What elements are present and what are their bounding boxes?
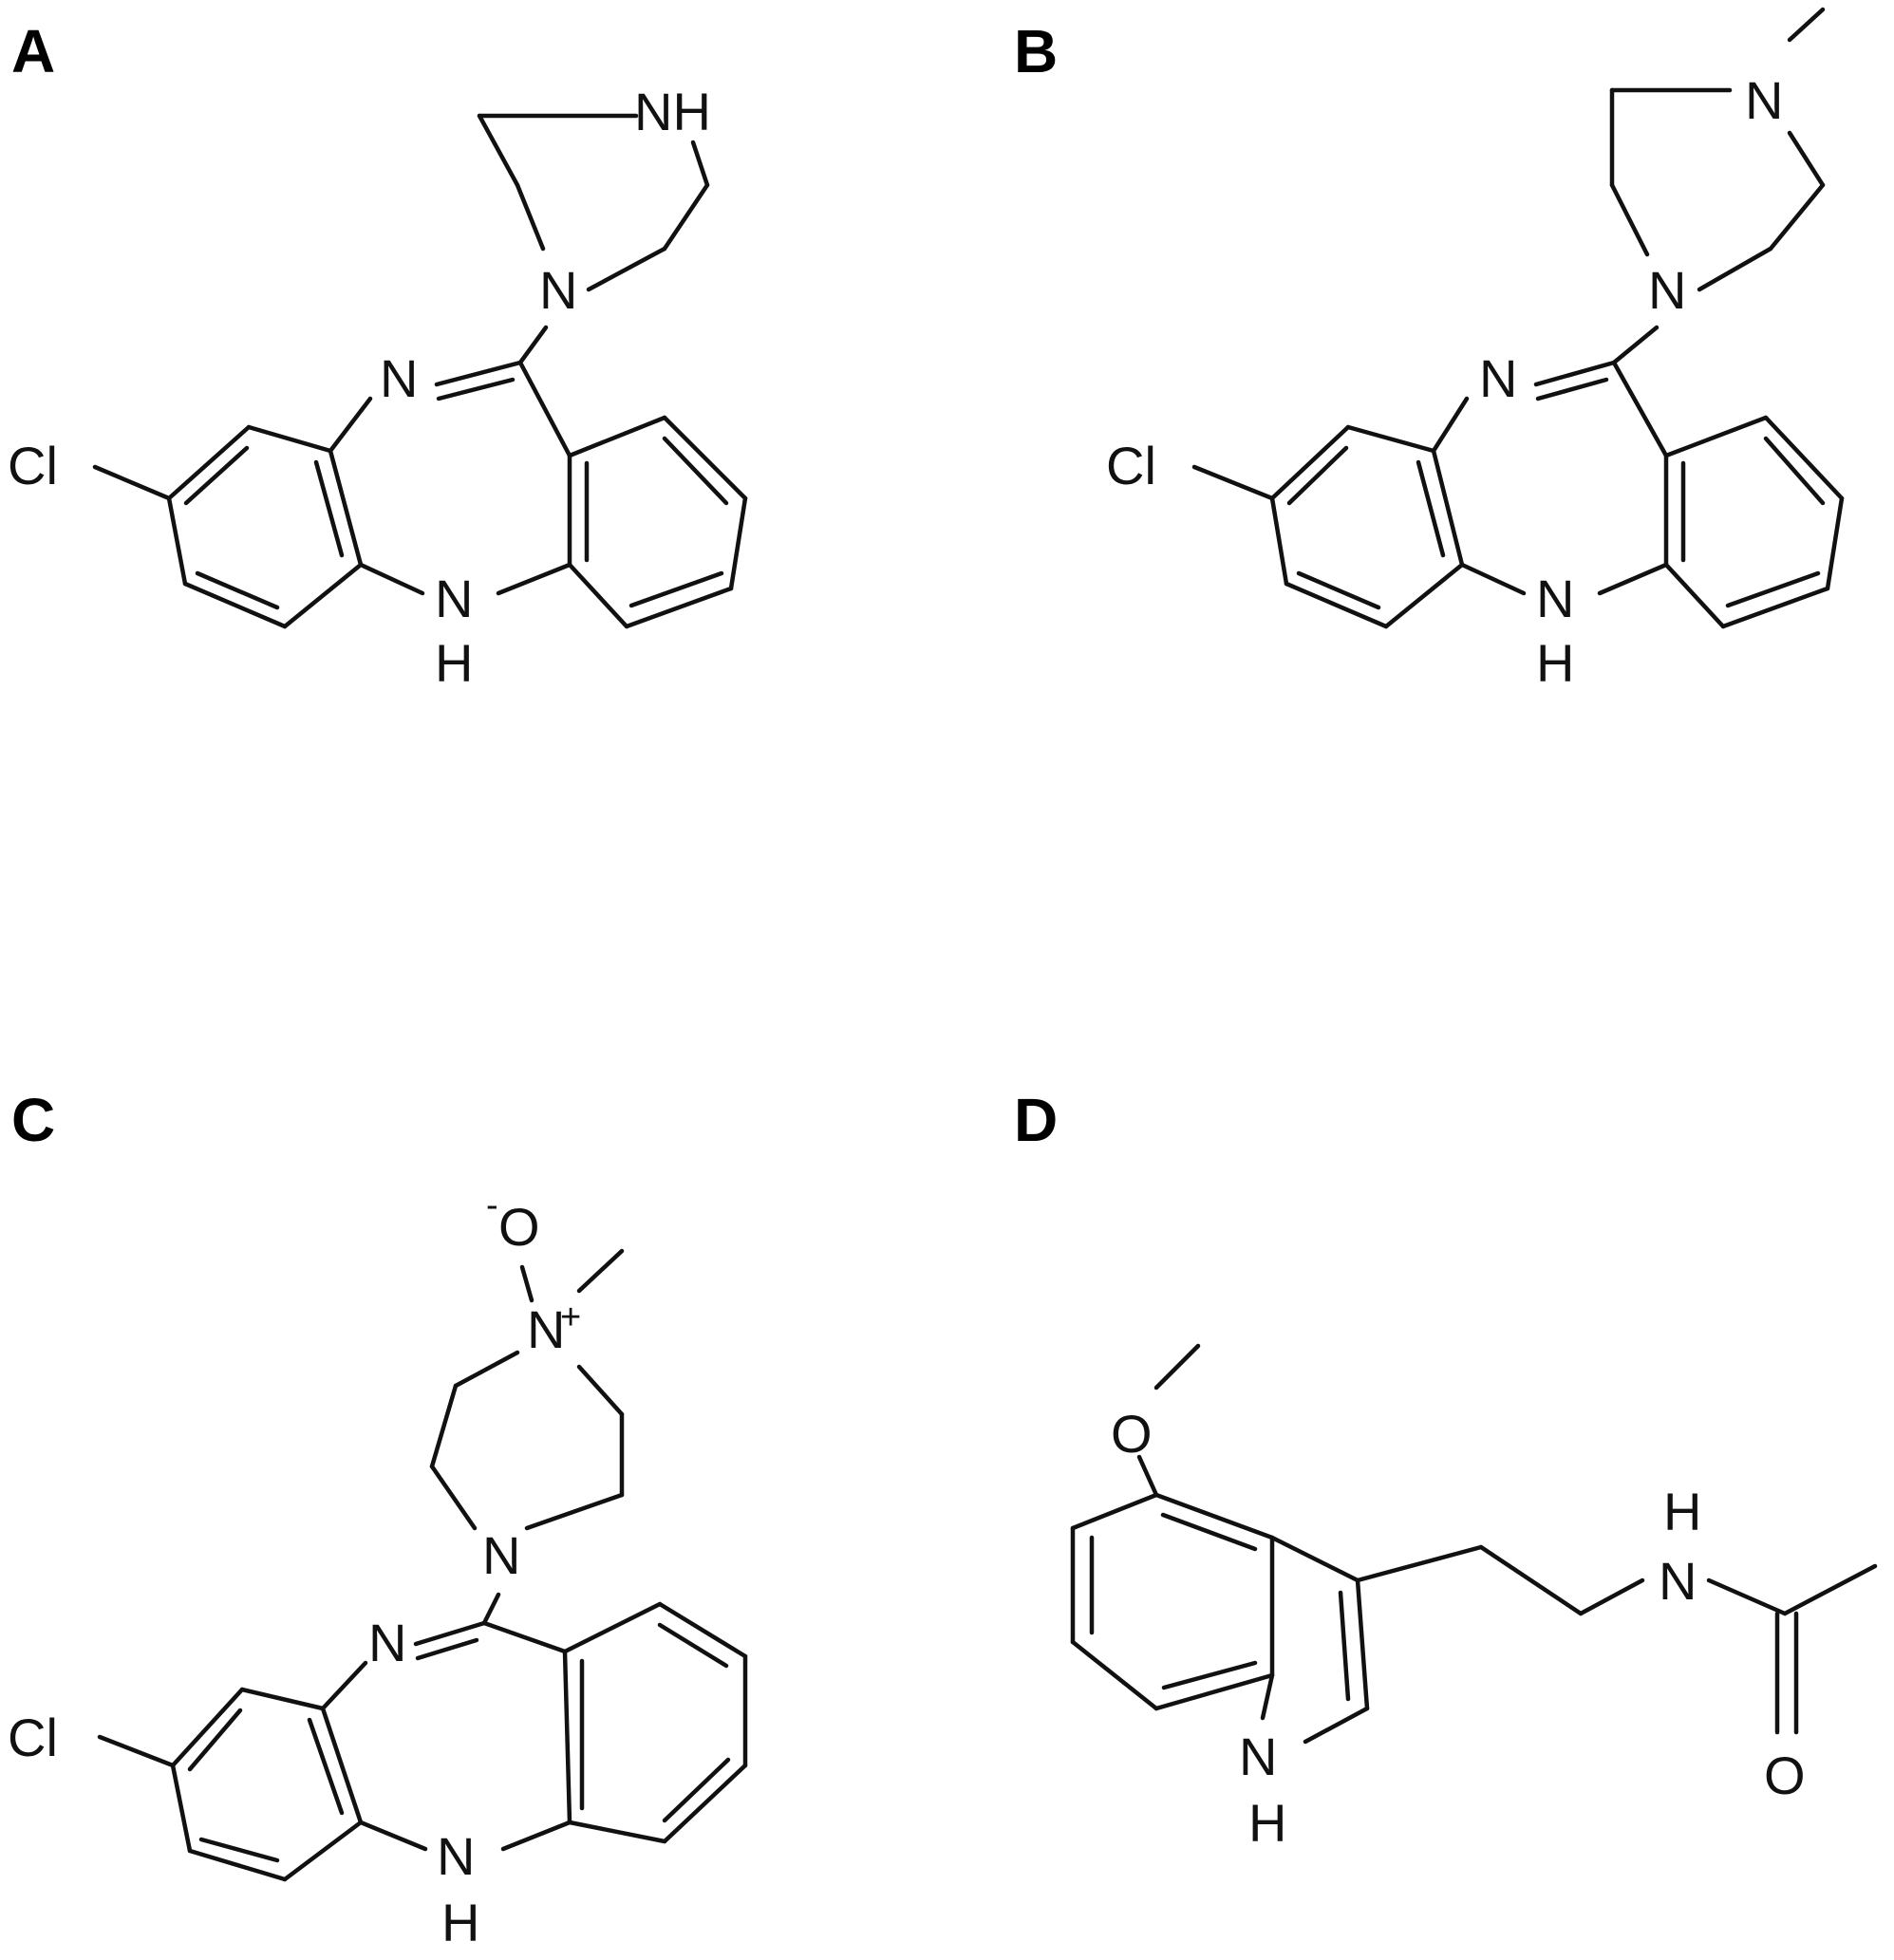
- panel-c: C: [8, 1086, 748, 1952]
- atom-n-methyl: N: [1745, 70, 1783, 130]
- atom-o-methoxy: O: [1111, 1404, 1153, 1464]
- panel-c-bonds: [97, 1248, 748, 1882]
- atom-h-amine: H: [1536, 633, 1574, 693]
- atom-h-amide: H: [1663, 1482, 1701, 1541]
- panel-b: B: [1014, 7, 1845, 693]
- atom-n-amine: N: [1536, 569, 1574, 628]
- panel-label-a: A: [11, 17, 55, 85]
- atom-chlorine: Cl: [1106, 436, 1156, 495]
- atom-nh-top: NH: [634, 82, 711, 141]
- atom-h-amine: H: [441, 1893, 479, 1952]
- atom-n-imine: N: [368, 1613, 406, 1672]
- atom-n-piperazine: N: [482, 1525, 520, 1585]
- panel-a-bonds: [92, 113, 748, 629]
- panel-d-bonds: [1070, 1343, 1878, 1745]
- atom-n-amine: N: [437, 1826, 475, 1886]
- atom-n-amine: N: [435, 569, 473, 628]
- atom-oxygen: O: [498, 1197, 540, 1257]
- atom-h-amine: H: [435, 633, 473, 693]
- atom-n-plus-charge: +: [560, 1297, 581, 1337]
- panel-label-d: D: [1014, 1086, 1058, 1154]
- panel-a: A: [8, 17, 748, 693]
- atom-n-piperazine: N: [539, 260, 577, 320]
- atom-n-indole: N: [1239, 1727, 1277, 1786]
- atom-h-indole: H: [1248, 1793, 1286, 1853]
- panel-label-b: B: [1014, 17, 1058, 85]
- panel-label-c: C: [11, 1086, 55, 1154]
- atom-chlorine: Cl: [8, 436, 58, 495]
- atom-n-imine: N: [1479, 348, 1517, 408]
- panel-b-bonds: [1191, 7, 1845, 629]
- atom-o-carbonyl: O: [1764, 1745, 1806, 1805]
- panel-d: D: [1014, 1086, 1878, 1853]
- atom-o-charge: -: [486, 1185, 498, 1225]
- atom-n-amide: N: [1659, 1551, 1697, 1611]
- atom-n-imine: N: [380, 348, 418, 408]
- atom-n-oxide: N: [527, 1299, 565, 1359]
- atom-n-piperazine: N: [1648, 260, 1686, 320]
- atom-chlorine: Cl: [8, 1708, 58, 1767]
